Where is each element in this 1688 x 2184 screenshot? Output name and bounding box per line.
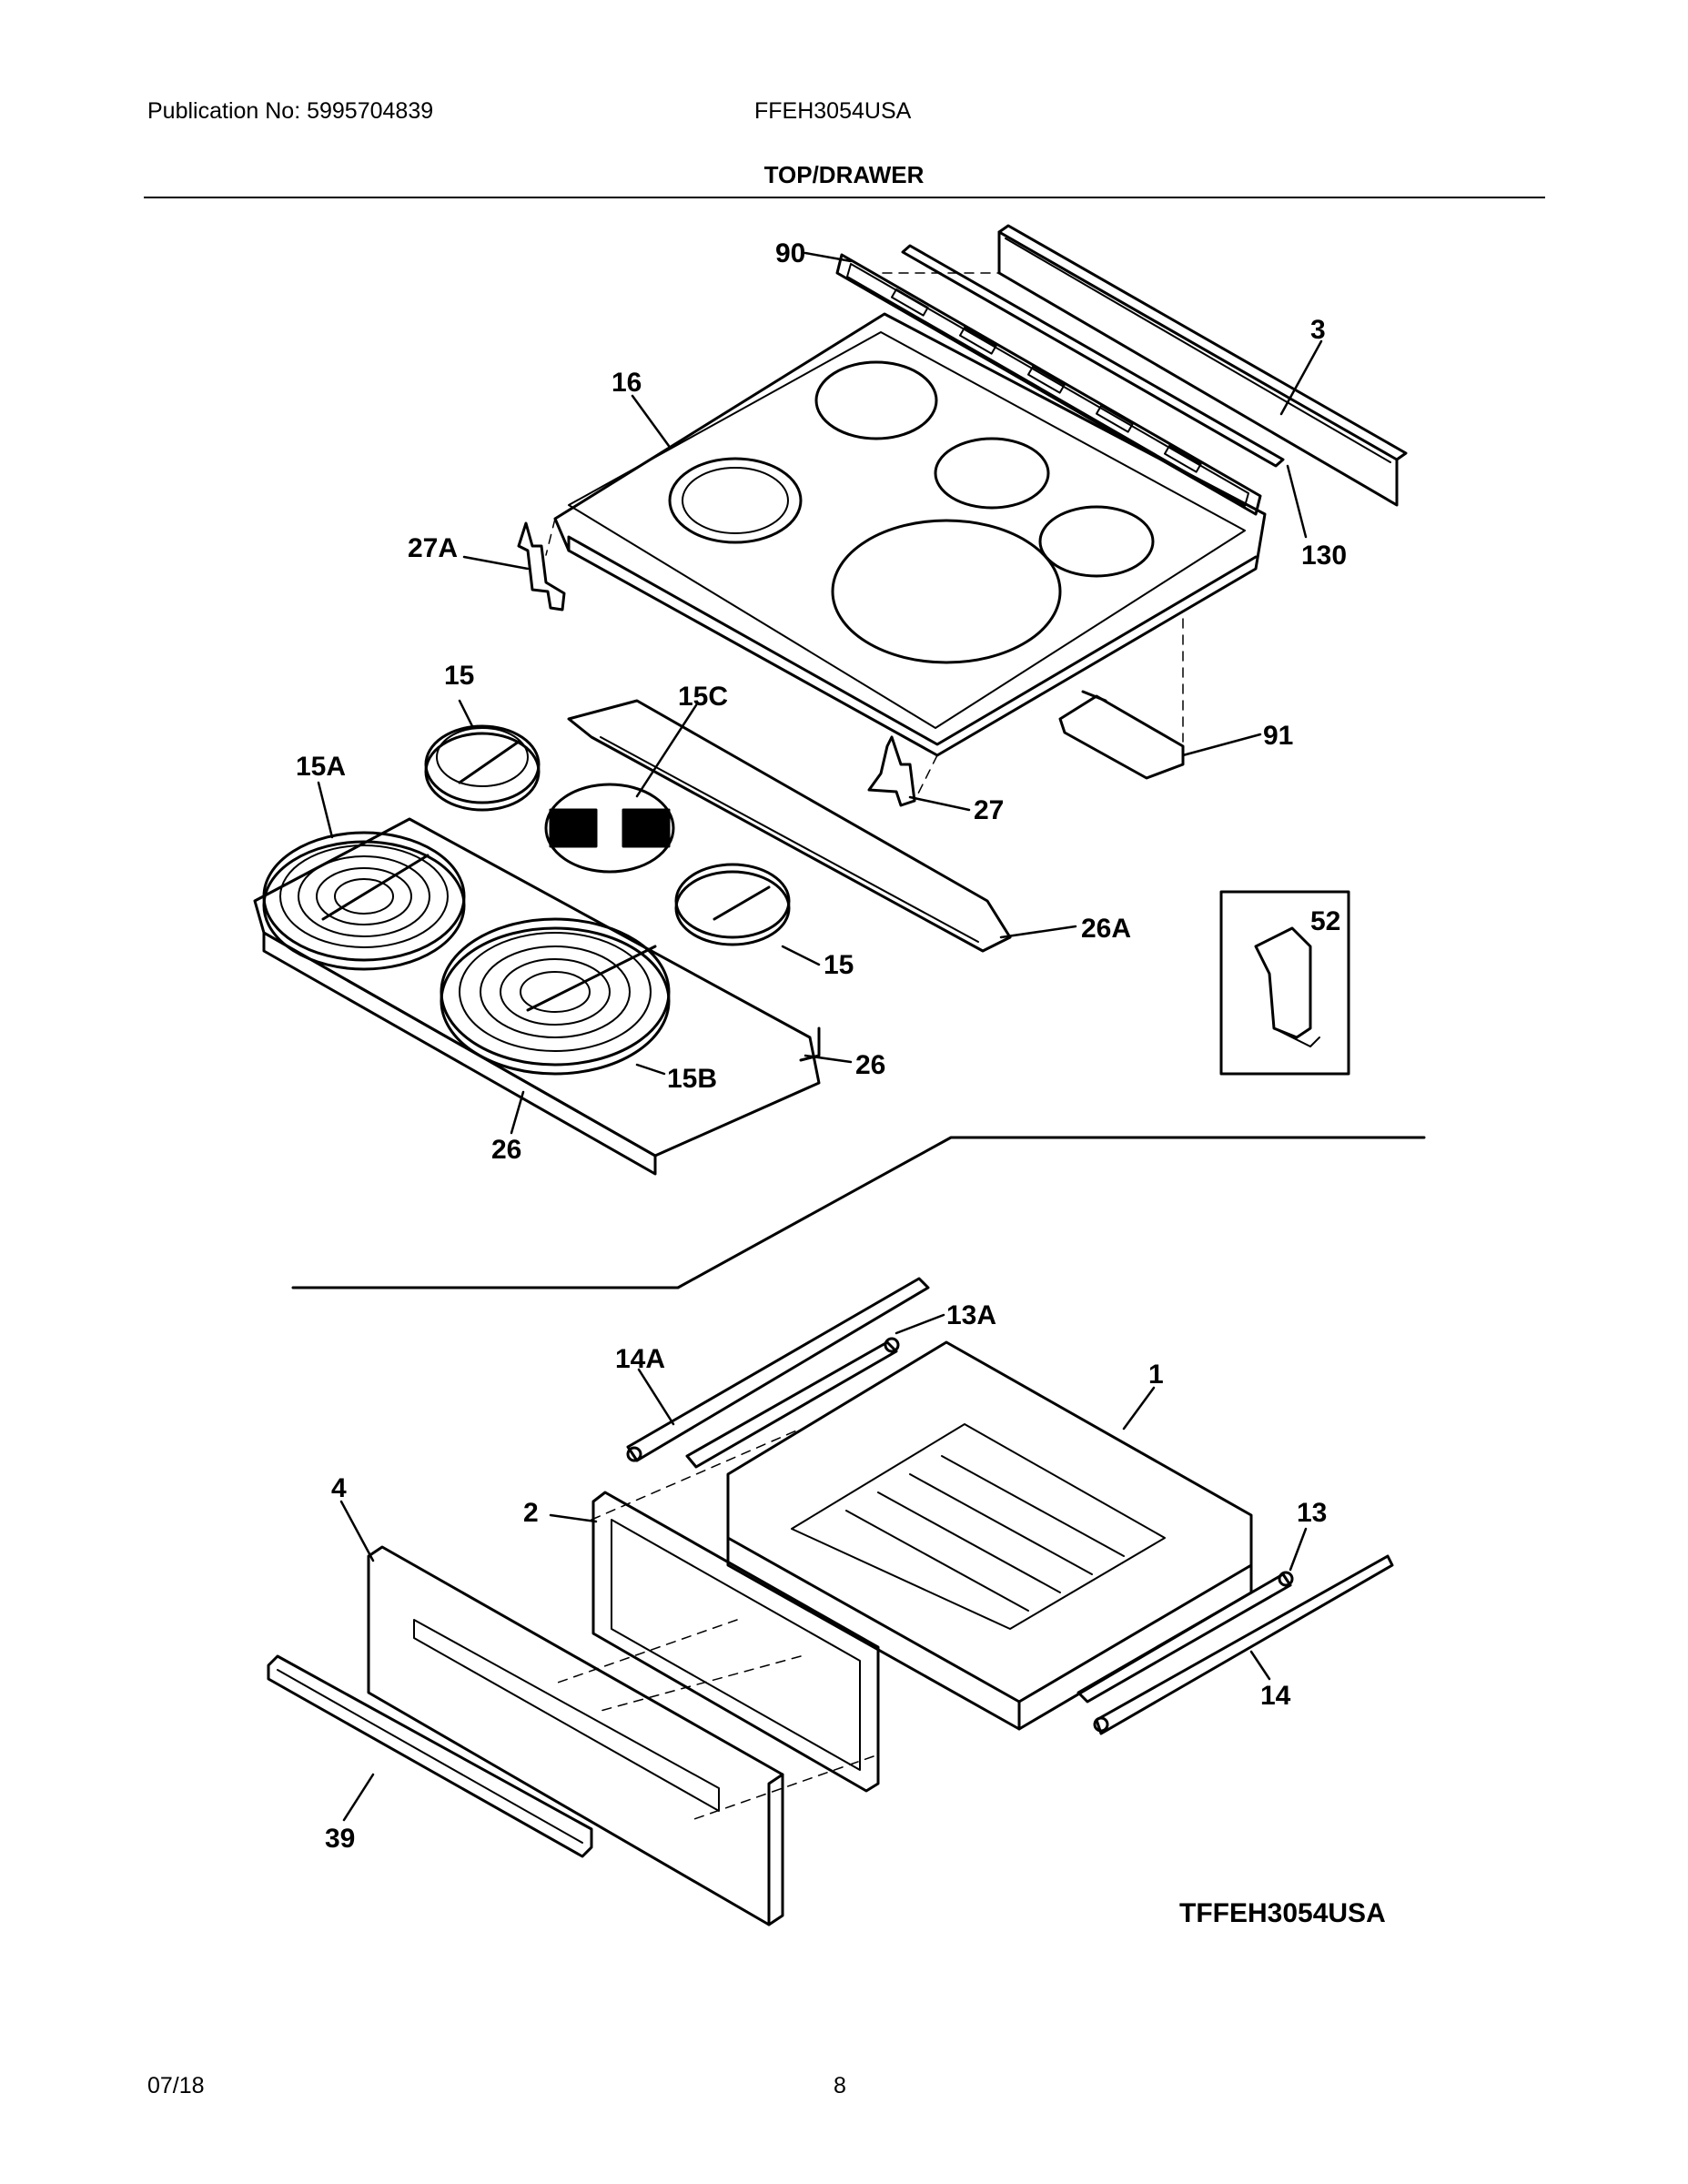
cooktop-glass-part-16: [553, 312, 1267, 757]
callout-15-mid: 15: [824, 950, 854, 980]
footer-page-number: 8: [834, 2073, 846, 2098]
alignment-lines: [545, 272, 1184, 1821]
radiant-element-part-15-mid: [674, 863, 791, 946]
coil-element-part-15B: [440, 917, 671, 1076]
leader-lines: [317, 251, 1323, 1822]
callout-52: 52: [1310, 906, 1340, 936]
slide-rail-part-13: [1076, 1571, 1294, 1704]
drawer-panel-part-2: [591, 1491, 880, 1793]
slide-rail-part-14: [1093, 1554, 1394, 1735]
callout-15C: 15C: [678, 682, 728, 712]
drawer-body-part-1: [726, 1340, 1253, 1731]
page-title: TOP/DRAWER: [763, 161, 925, 188]
bracket-part-27A: [517, 521, 566, 612]
footer-date: 07/18: [147, 2073, 205, 2098]
model-number: FFEH3054USA: [754, 98, 912, 124]
drawing-id: TFFEH3054USA: [1179, 1898, 1386, 1928]
vent-trim-part-90: [835, 253, 1262, 516]
slide-rail-part-13A: [685, 1337, 900, 1469]
handle-part-39: [267, 1654, 593, 1858]
section-divider: [291, 1136, 1426, 1289]
inset-part-52: [1219, 890, 1350, 1076]
coil-element-part-15A: [262, 831, 466, 971]
title-rule: [144, 197, 1545, 198]
callout-15-top: 15: [444, 661, 474, 691]
callout-27: 27: [974, 795, 1004, 825]
callout-16: 16: [612, 368, 642, 398]
callout-26-bottom: 26: [491, 1135, 521, 1165]
callout-26-right: 26: [855, 1050, 885, 1080]
shield-part-91: [1058, 690, 1185, 780]
callout-14: 14: [1260, 1681, 1291, 1711]
callout-15A: 15A: [296, 752, 346, 782]
callout-13: 13: [1297, 1498, 1327, 1528]
callout-13A: 13A: [946, 1300, 996, 1330]
callout-2: 2: [523, 1498, 539, 1528]
callout-130: 130: [1301, 541, 1347, 571]
back-rail-part-3: [997, 224, 1408, 507]
radiant-element-part-15-top: [424, 724, 541, 812]
bracket-part-27: [867, 735, 916, 807]
callout-14A: 14A: [615, 1344, 665, 1374]
callout-27A: 27A: [408, 533, 458, 563]
publication-number: Publication No: 5995704839: [147, 98, 434, 124]
callout-15B: 15B: [667, 1064, 717, 1094]
slide-rail-part-14A: [626, 1277, 930, 1462]
callout-91: 91: [1263, 721, 1293, 751]
callout-4: 4: [331, 1473, 347, 1503]
callout-90: 90: [775, 238, 805, 268]
callout-3: 3: [1310, 315, 1326, 345]
bridge-element-part-15C: [544, 783, 675, 874]
drawer-front-part-4: [367, 1545, 784, 1926]
callout-39: 39: [325, 1824, 355, 1854]
strip-part-130: [901, 244, 1285, 468]
callout-1: 1: [1148, 1360, 1164, 1390]
support-bar-part-26A: [567, 699, 1012, 953]
burner-box-part-26: [253, 817, 821, 1176]
callout-26A: 26A: [1081, 914, 1131, 944]
